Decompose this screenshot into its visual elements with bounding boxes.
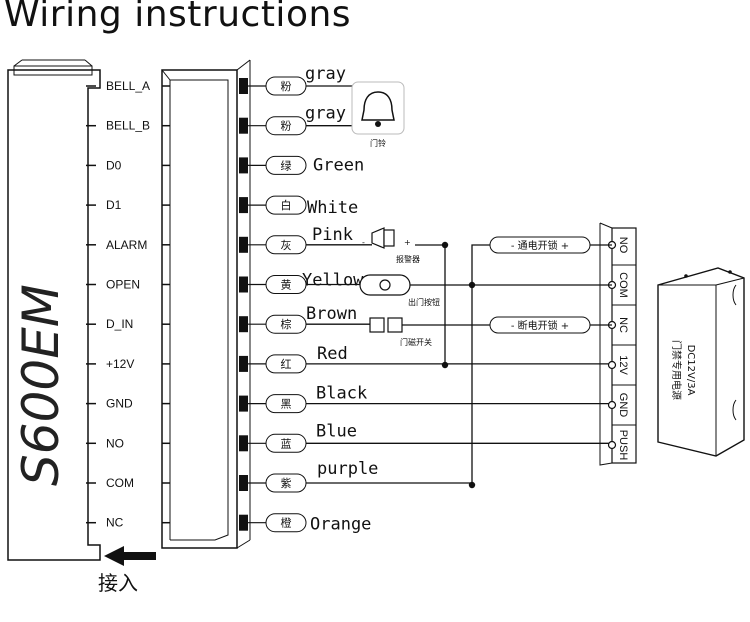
page-title: Wiring instructions	[4, 0, 352, 35]
wire-color-name: gray	[305, 64, 346, 84]
exit-button-label: 出门按钮	[408, 297, 440, 307]
door-sensor-icon: 门磁开关	[369, 317, 432, 347]
wire-row: 粉 gray	[239, 64, 346, 96]
alarm-siren-icon: - + 报警器	[362, 227, 420, 264]
pin-socket	[239, 435, 248, 452]
door-sensor-label: 门磁开关	[400, 337, 432, 347]
wire-color-cn: 黑	[281, 398, 292, 411]
pin-socket	[239, 197, 248, 214]
terminal-label: NO	[617, 237, 629, 254]
wire-color-name: Black	[316, 384, 367, 404]
door-bell-icon: 门铃	[351, 81, 405, 148]
pin-socket	[239, 236, 248, 253]
wire-row: 灰 Pink	[239, 225, 353, 255]
wire-color-name: White	[307, 198, 358, 218]
alarm-plus: +	[404, 238, 411, 247]
wire-color-name: Brown	[306, 304, 357, 324]
power-supply-name: 门禁专用电源	[670, 340, 683, 400]
wire-tag	[265, 195, 307, 215]
wire-color-cn: 紫	[281, 477, 292, 490]
wire-color-name: Orange	[310, 515, 371, 535]
pin-label: NO	[106, 436, 124, 450]
pin-label: D1	[106, 198, 122, 212]
wire-row: 橙 Orange	[239, 513, 371, 535]
pin-socket	[239, 514, 248, 531]
terminal-label: GND	[617, 393, 629, 418]
pin-label: +12V	[106, 357, 134, 371]
pin-socket	[239, 316, 248, 333]
terminal-label: 12V	[617, 355, 629, 375]
wire-color-cn: 绿	[281, 158, 292, 172]
wire-color-name: Pink	[312, 225, 353, 245]
wire-color-cn: 粉	[281, 120, 292, 133]
controller-unit: S600EM	[7, 59, 101, 561]
terminal-block: NO COM NC 12V GND PUSH	[599, 222, 637, 466]
wire-row: 黄 Yellow	[239, 271, 364, 294]
pin-label: OPEN	[106, 278, 140, 292]
alarm-minus: -	[362, 238, 365, 247]
wire-color-name: purple	[317, 459, 378, 479]
pin-label: ALARM	[106, 238, 147, 252]
terminal-screw	[607, 360, 617, 370]
wire-color-name: Yellow	[302, 271, 364, 291]
wire-row: 蓝 Blue	[239, 421, 357, 453]
wire-row: 绿 Green	[239, 155, 364, 175]
lock-labels: - 通电开锁 + - 断电开锁 +	[489, 236, 591, 334]
wire-color-cn: 棕	[281, 317, 292, 331]
wire-row: 黑 Black	[239, 384, 367, 414]
terminal-label: COM	[617, 272, 629, 298]
pin-socket	[239, 117, 248, 134]
pin-socket	[239, 475, 248, 491]
wire-row: 紫 purple	[239, 459, 378, 493]
wire-color-cn: 粉	[281, 80, 292, 93]
power-supply: DC12V/3A 门禁专用电源	[657, 267, 745, 457]
insert-arrow-icon	[104, 546, 156, 566]
wire-tag	[265, 513, 307, 533]
wire-color-cn: 白	[281, 198, 292, 212]
pin-label: BELL_A	[106, 79, 150, 93]
pin-label: D_IN	[106, 317, 133, 331]
wire-color-cn: 橙	[281, 516, 292, 530]
exit-button-icon: 出门按钮	[359, 274, 440, 307]
fail-safe-lock-label: - 断电开锁 +	[511, 319, 569, 332]
power-supply-spec: DC12V/3A	[685, 345, 696, 396]
model-label: S600EM	[12, 284, 70, 486]
wire-color-cn: 蓝	[281, 437, 292, 450]
wire-row: 白 White	[239, 195, 358, 218]
wire-color-cn: 红	[281, 358, 292, 371]
wire-color-cn: 灰	[281, 238, 292, 252]
fail-secure-lock-label: - 通电开锁 +	[511, 239, 569, 252]
pin-label: GND	[106, 397, 133, 411]
pin-socket	[239, 355, 248, 372]
wire-color-name: Green	[313, 155, 364, 175]
terminal-label: NC	[617, 317, 629, 333]
wire-tag	[265, 155, 307, 175]
terminal-screw	[607, 440, 617, 450]
pin-label: NC	[106, 516, 124, 530]
connector-block	[161, 59, 251, 549]
terminal-label: PUSH	[617, 430, 629, 461]
pin-socket	[239, 157, 248, 174]
wire-color-name: gray	[305, 104, 346, 124]
pin-label: BELL_B	[106, 119, 150, 133]
wire-row: 红 Red	[239, 344, 348, 374]
bell-label: 门铃	[370, 138, 386, 148]
wire-color-name: Red	[317, 344, 348, 364]
alarm-label: 报警器	[396, 254, 420, 264]
pin-socket	[239, 78, 248, 94]
pin-socket	[239, 395, 248, 412]
terminal-screw	[607, 400, 617, 410]
pin-label: COM	[106, 476, 134, 490]
wire-row: 粉 gray	[239, 104, 346, 136]
wire-row: 棕 Brown	[239, 304, 357, 334]
insert-label: 接入	[98, 571, 138, 595]
wire-color-name: Blue	[316, 421, 357, 441]
pin-label: D0	[106, 158, 122, 172]
bus-lines	[402, 244, 612, 485]
pin-socket	[239, 276, 248, 293]
wire-color-cn: 黄	[281, 278, 292, 292]
